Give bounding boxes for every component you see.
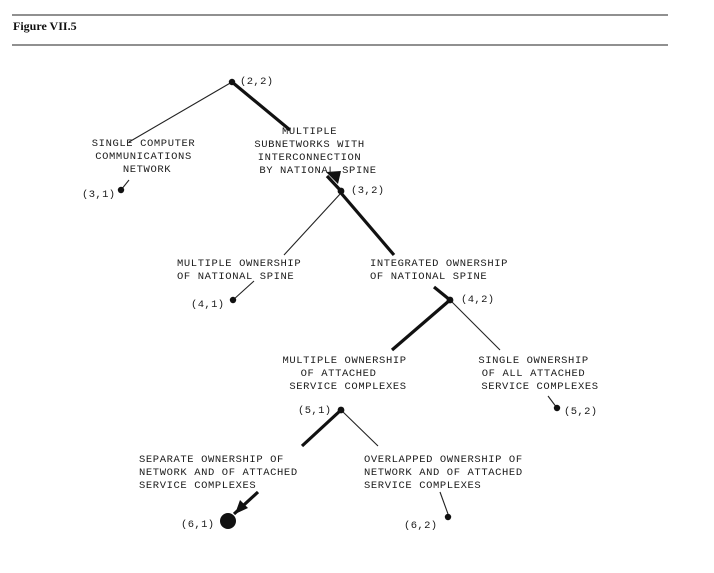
edge-42-52 [449,299,501,351]
node-3-2 [337,187,345,195]
coord-3-1: (3,1) [82,189,116,201]
arrowhead-61 [235,500,248,514]
edge-22-32a [230,80,292,132]
edge-22-31 [128,81,233,143]
label-integrated-ownership-spine: INTEGRATED OWNERSHIP OF NATIONAL SPINE [370,258,515,283]
label-multiple-subnetworks: MULTIPLE SUBNETWORKS WITH INTERCONNECTIO… [254,126,376,177]
coord-2-2: (2,2) [240,76,274,88]
coord-5-2: (5,2) [564,406,598,418]
node-5-2 [553,404,561,412]
coord-3-2: (3,2) [351,185,385,197]
arrowhead-32 [326,171,341,184]
node-3-1 [117,186,125,194]
edge-32-42b [432,285,452,302]
coord-6-1: (6,1) [181,519,215,531]
label-single-ownership-complexes: SINGLE OWNERSHIP OF ALL ATTACHED SERVICE… [478,355,598,393]
node-4-2 [446,296,454,304]
coord-4-2: (4,2) [461,294,495,306]
edge-51-61a [300,408,343,448]
edge-51-62 [340,409,379,447]
edge-62-leader [439,491,449,515]
label-overlapped-ownership: OVERLAPPED OWNERSHIP OF NETWORK AND OF A… [364,454,530,492]
node-2-2 [228,78,236,86]
coord-5-1: (5,1) [298,405,332,417]
edge-41-leader [232,280,255,301]
label-separate-ownership: SEPARATE OWNERSHIP OF NETWORK AND OF ATT… [139,454,305,492]
edge-32-41 [283,192,342,256]
coord-4-1: (4,1) [191,299,225,311]
label-multiple-ownership-spine: MULTIPLE OWNERSHIP OF NATIONAL SPINE [177,258,308,283]
coord-6-2: (6,2) [404,520,438,532]
label-single-computer: SINGLE COMPUTER COMMUNICATIONS NETWORK [92,138,202,176]
node-6-2 [444,513,452,521]
label-multiple-ownership-complexes: MULTIPLE OWNERSHIP OF ATTACHED SERVICE C… [282,355,413,393]
edge-22-32b [325,174,343,193]
node-4-1 [229,296,237,304]
figure-title: Figure VII.5 [13,19,77,33]
node-6-1 [220,513,236,529]
node-5-1 [337,406,345,414]
edge-42-51 [390,298,452,352]
edge-32-42a [339,191,396,257]
